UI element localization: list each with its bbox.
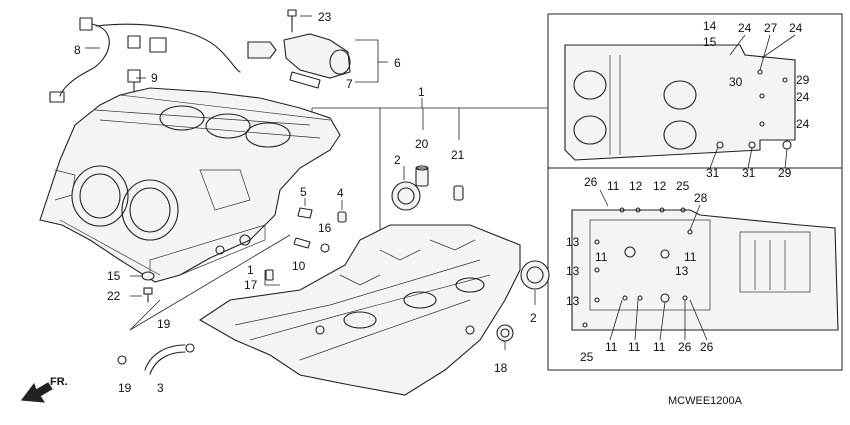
callout-30: 30: [729, 75, 743, 89]
callout-31-b: 31: [742, 166, 756, 180]
collar-20: [415, 165, 429, 187]
callouts-inset-top: 14 15 24 27 24 30 29 24 24 31 31 29: [703, 19, 810, 180]
callout-13-a: 13: [566, 235, 580, 249]
callout-2-left: 2: [394, 153, 401, 167]
callout-18: 18: [494, 361, 508, 375]
sensor-assembly: [247, 33, 351, 89]
callout-6: 6: [394, 56, 401, 70]
callout-11-c: 11: [684, 250, 697, 264]
callout-4: 4: [337, 186, 344, 200]
callout-29-b: 29: [778, 166, 792, 180]
callout-11-e: 11: [628, 340, 641, 354]
front-direction-label: FR.: [50, 376, 68, 388]
callout-15: 15: [107, 269, 121, 283]
callout-15-inset: 15: [703, 35, 717, 49]
callout-2-low: 2: [530, 311, 537, 325]
inset-lower-case: [571, 207, 839, 331]
callout-31-a: 31: [706, 166, 720, 180]
small-parts: [265, 207, 347, 281]
callout-26-top: 26: [584, 175, 598, 189]
callout-13-d: 13: [566, 294, 580, 308]
breather-hose-3: [117, 343, 195, 375]
front-direction-arrow: [20, 382, 53, 403]
callout-26-b: 26: [678, 340, 692, 354]
inset-leaders: [599, 34, 796, 341]
callout-13-b: 13: [566, 264, 580, 278]
callout-23: 23: [318, 10, 332, 24]
callout-17: 17: [244, 278, 258, 292]
bolt-23: [287, 9, 297, 33]
upper-crankcase: [39, 87, 341, 283]
callout-14: 14: [703, 19, 717, 33]
callout-16: 16: [318, 221, 332, 235]
callout-8: 8: [74, 43, 81, 57]
callout-11-f: 11: [653, 340, 666, 354]
callout-28: 28: [694, 191, 708, 205]
callout-25-top: 25: [676, 179, 690, 193]
grommet-2-upper: [391, 181, 421, 211]
callout-24-b: 24: [789, 21, 803, 35]
callout-21: 21: [451, 148, 465, 162]
callout-11-a: 11: [607, 179, 620, 193]
inset-frame: [547, 13, 843, 371]
callout-24-d: 24: [796, 117, 810, 131]
callout-9: 9: [151, 71, 158, 85]
callout-13-c: 13: [675, 264, 689, 278]
callout-12-a: 12: [629, 179, 643, 193]
callout-11-b: 11: [595, 250, 608, 264]
washer-15: [141, 271, 155, 281]
callout-22: 22: [107, 289, 121, 303]
callout-1-top: 1: [418, 85, 425, 99]
callout-27: 27: [764, 21, 778, 35]
callout-3: 3: [157, 381, 164, 395]
dowel-21: [453, 185, 464, 201]
callout-19-b: 19: [118, 381, 132, 395]
grommet-2-lower: [520, 260, 550, 290]
wiring-harness: [49, 17, 241, 103]
callout-24-a: 24: [738, 21, 752, 35]
callout-24-c: 24: [796, 90, 810, 104]
callout-11-d: 11: [605, 340, 618, 354]
callout-25-bot: 25: [580, 350, 594, 364]
callout-29-a: 29: [796, 73, 810, 87]
inset-upper-case: [564, 44, 796, 161]
callout-1-mid: 1: [247, 263, 254, 277]
callout-20: 20: [415, 137, 429, 151]
leader-lines: [85, 15, 548, 350]
callout-19-a: 19: [157, 317, 171, 331]
oil-pressure-switch: [127, 69, 141, 93]
callout-12-b: 12: [653, 179, 667, 193]
oil-seal-18: [496, 324, 514, 342]
callout-7: 7: [346, 77, 353, 91]
bolt-22: [143, 287, 153, 303]
lower-crankcase: [198, 224, 521, 396]
diagram-code: MCWEE1200A: [668, 395, 743, 407]
callouts-main: 8 9 23 6 7 1 20 21 2 4 5 16 10 1 17 15 2…: [74, 10, 537, 395]
callout-10: 10: [292, 259, 306, 273]
callout-5: 5: [300, 185, 307, 199]
callout-26-c: 26: [700, 340, 714, 354]
callouts-inset-bottom: 26 11 12 12 25 28 13 11 11 13 13 13 25 1…: [566, 175, 714, 364]
